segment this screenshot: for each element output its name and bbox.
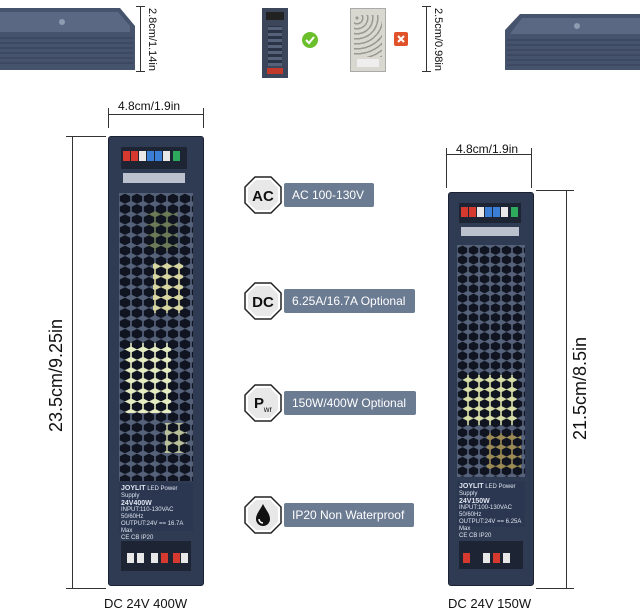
svg-text:AC: AC — [252, 188, 274, 205]
octagon-ac-icon: AC — [244, 176, 282, 214]
product-label-400w: JOYLIT LED Power Supply 24V400W INPUT:11… — [119, 483, 193, 541]
spec-label: AC 100-130V — [284, 183, 375, 207]
slim-unit-thumbnail — [262, 8, 288, 78]
output-terminal-block — [459, 541, 523, 569]
cross-icon — [394, 32, 408, 46]
product-label-150w: JOYLIT LED Power Supply 24V150W INPUT:10… — [457, 481, 525, 539]
spec-label: IP20 Non Waterproof — [284, 503, 415, 527]
output-rating: OUTPUT:24V == 6.25A Max — [459, 519, 522, 532]
svg-text:wr: wr — [263, 405, 273, 414]
certification-marks: CE CB IP20 — [121, 535, 154, 541]
svg-text:P: P — [254, 395, 264, 412]
left-width-dimension: 4.8cm/1.9in — [118, 99, 181, 113]
bulky-unit-thumbnail — [350, 8, 386, 72]
certification-marks: CE CB IP20 — [459, 533, 492, 539]
model-number: 24V150W — [459, 498, 490, 505]
right-width-dimension: 4.8cm/1.9in — [456, 142, 519, 156]
brand-logo: JOYLIT — [459, 483, 484, 490]
left-caption: DC 24V 400W — [104, 596, 188, 611]
svg-text:DC: DC — [252, 294, 274, 311]
product-type: LED Power Supply — [121, 486, 178, 499]
input-rating: INPUT:110-130VAC 50/60Hz — [121, 507, 174, 520]
product-type: LED Power Supply — [459, 484, 516, 497]
output-terminal-block — [121, 541, 191, 571]
octagon-dc-icon: DC — [244, 282, 282, 320]
power-supply-400w: JOYLIT LED Power Supply 24V400W INPUT:11… — [108, 136, 204, 586]
octagon-power-icon: P wr — [244, 384, 282, 422]
left-length-dimension: 23.5cm/9.25in — [46, 318, 66, 432]
model-number: 24V400W — [121, 500, 152, 507]
spec-label: 6.25A/16.7A Optional — [284, 289, 416, 313]
octagon-water-drop-icon — [244, 496, 282, 534]
top-left-profile — [0, 8, 135, 70]
check-icon — [302, 32, 318, 48]
top-right-profile — [505, 14, 640, 70]
right-caption: DC 24V 150W — [448, 596, 532, 611]
right-length-dimension: 21.5cm/8.5in — [570, 336, 590, 440]
spec-label: 150W/400W Optional — [284, 391, 417, 415]
brand-logo: JOYLIT — [121, 485, 146, 492]
input-rating: INPUT:100-130VAC 50/60Hz — [459, 505, 512, 518]
input-terminal-block — [121, 147, 187, 169]
ventilation-grille — [119, 193, 193, 481]
power-supply-150w: JOYLIT LED Power Supply 24V150W INPUT:10… — [448, 192, 534, 586]
output-rating: OUTPUT:24V == 16.7A Max — [121, 521, 184, 534]
ventilation-grille — [457, 245, 525, 477]
left-height-dimension: 2.8cm/1.14in — [146, 8, 158, 71]
input-terminal-block — [459, 203, 521, 223]
right-height-dimension: 2.5cm/0.98in — [432, 8, 444, 71]
